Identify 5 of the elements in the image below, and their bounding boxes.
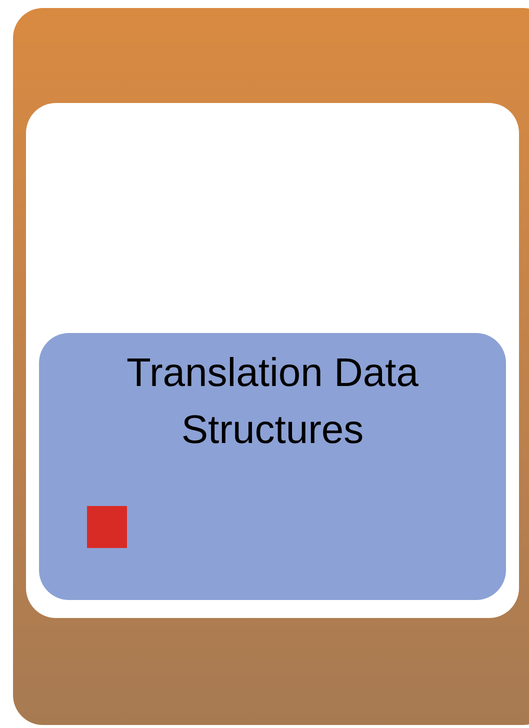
square-block	[87, 506, 127, 548]
data-structures-box	[39, 333, 506, 600]
outer-panel	[13, 8, 529, 725]
box-title: Translation Data Structures	[126, 350, 420, 454]
inner-panel	[26, 103, 519, 618]
